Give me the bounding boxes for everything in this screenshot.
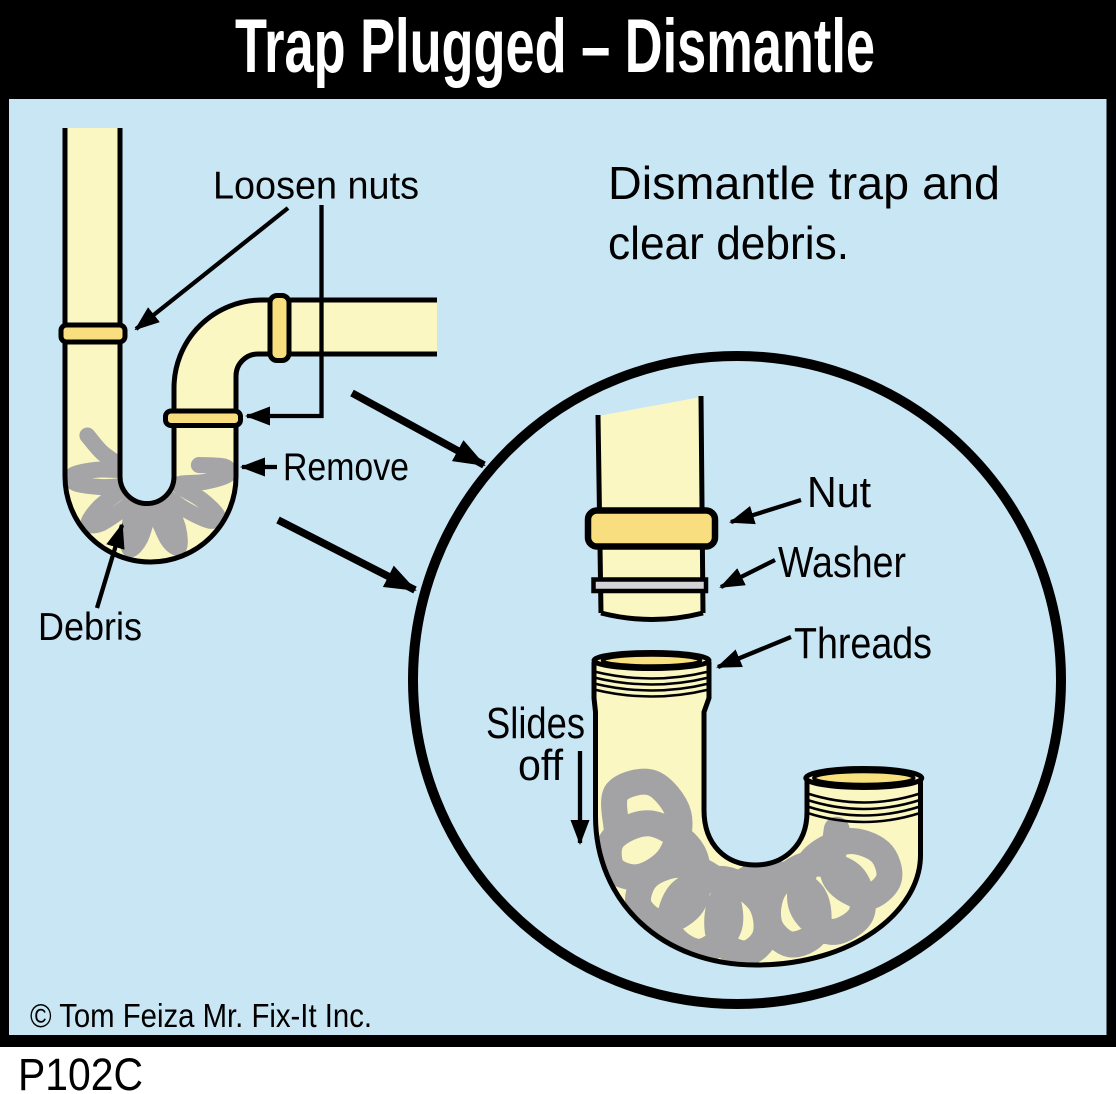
svg-text:Washer: Washer bbox=[778, 538, 906, 587]
svg-text:Loosen nuts: Loosen nuts bbox=[213, 165, 419, 208]
svg-text:Slides: Slides bbox=[486, 699, 585, 748]
svg-text:© Tom Feiza Mr. Fix-It Inc.: © Tom Feiza Mr. Fix-It Inc. bbox=[30, 997, 372, 1034]
svg-text:Dismantle trap and: Dismantle trap and bbox=[608, 157, 1000, 209]
svg-text:Trap Plugged – Dismantle: Trap Plugged – Dismantle bbox=[235, 4, 875, 89]
svg-text:off: off bbox=[518, 741, 564, 790]
svg-text:Threads: Threads bbox=[794, 619, 932, 668]
svg-text:Debris: Debris bbox=[38, 606, 142, 649]
svg-text:Nut: Nut bbox=[807, 468, 871, 517]
svg-text:Remove: Remove bbox=[283, 446, 409, 489]
svg-text:clear debris.: clear debris. bbox=[608, 217, 849, 269]
svg-text:P102C: P102C bbox=[18, 1049, 143, 1094]
